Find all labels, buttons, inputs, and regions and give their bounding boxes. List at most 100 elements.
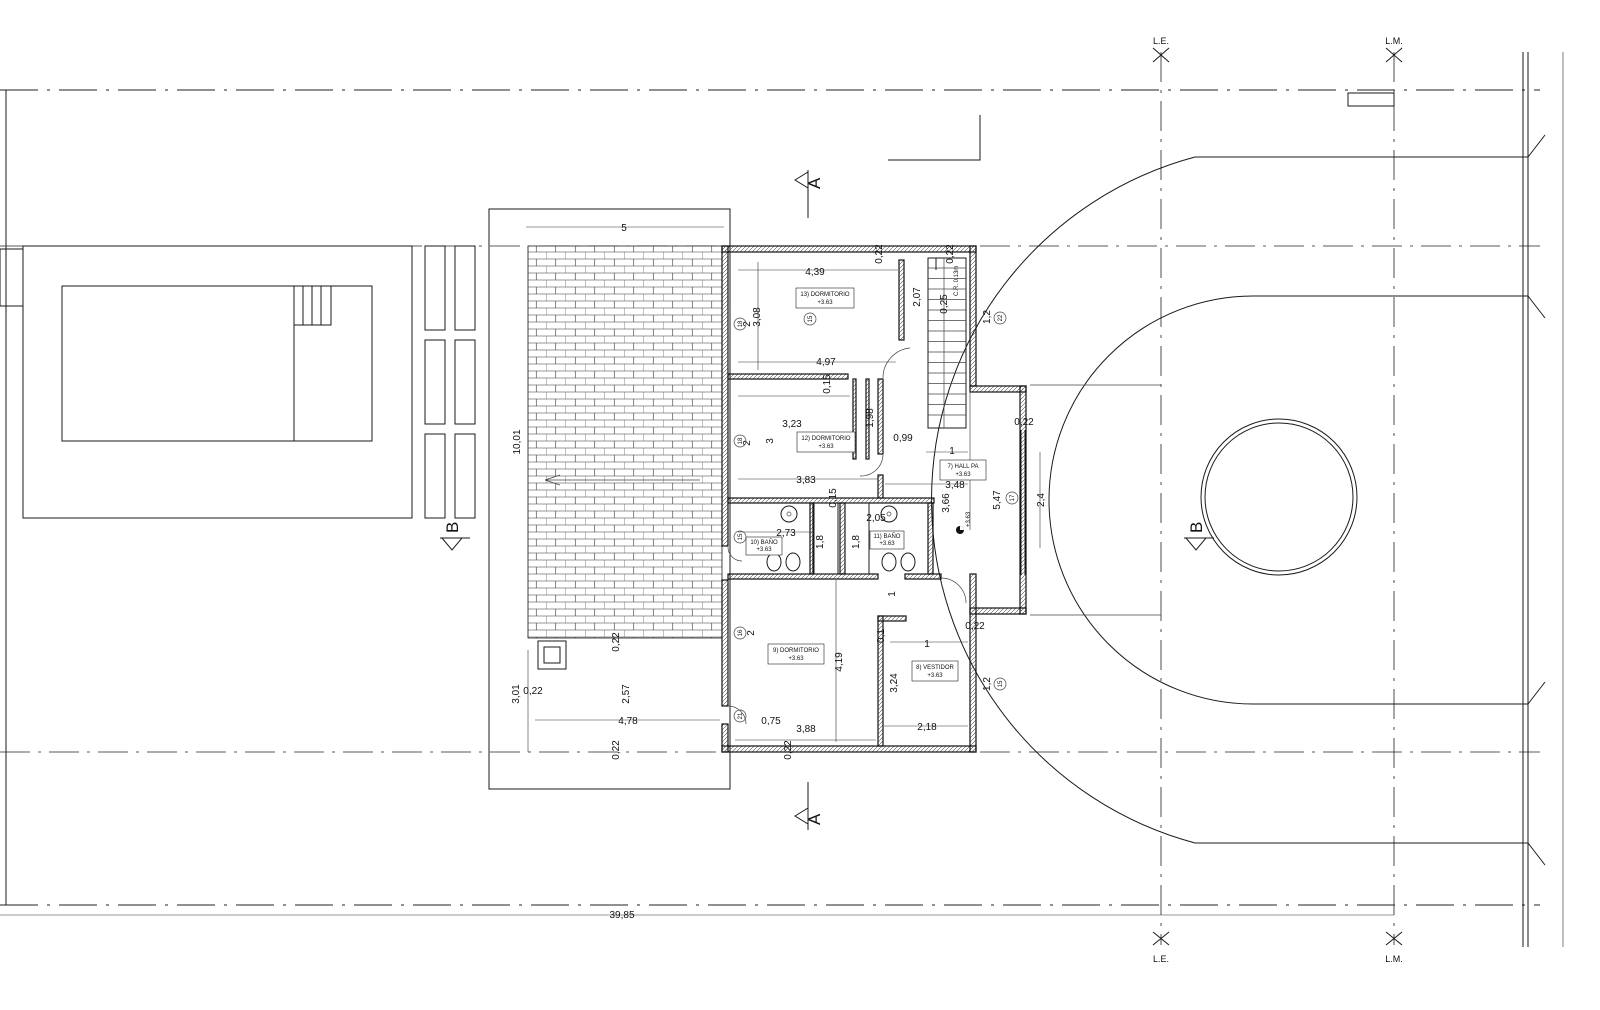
dimension-d075: 0,75 (761, 716, 781, 727)
windows (721, 308, 1026, 700)
stair-note: C.R. 0.13m (954, 266, 960, 296)
dimension-d022g: 0,22 (611, 740, 622, 760)
dimension-d2c: 2 (746, 630, 757, 636)
room-labels: 13) DORMITORIO +3.63 12) DORMITORIO +3.6… (745, 287, 987, 682)
dimension-d207: 2,07 (912, 287, 923, 307)
svg-text:+3.63: +3.63 (955, 472, 971, 478)
dimension-d022b: 0,22 (945, 244, 956, 264)
dimension-d205: 2,05 (866, 513, 886, 524)
marker-m15c: 15 (993, 677, 1007, 691)
svg-text:+3.63: +3.63 (927, 673, 943, 679)
svg-text:12) DORMITORIO: 12) DORMITORIO (801, 436, 851, 442)
svg-text:15: 15 (808, 315, 814, 322)
dimension-d366: 3,66 (941, 493, 952, 513)
room-label-9-dormitorio: 9) DORMITORIO +3.63 (767, 643, 825, 665)
dimension-d1b: 1 (887, 591, 898, 597)
dimension-d478: 4,78 (618, 716, 638, 727)
dimension-d1a: 1 (949, 446, 955, 457)
svg-text:22: 22 (998, 314, 1004, 321)
svg-text:+3.63: +3.63 (817, 300, 833, 306)
section-a-top-label: A (805, 177, 824, 189)
svg-text:21: 21 (738, 712, 744, 719)
svg-text:18: 18 (738, 437, 744, 444)
marker-m18b: 18 (733, 434, 747, 448)
dimension-d383: 3,83 (796, 475, 816, 486)
dimension-d3985: 39,85 (609, 910, 634, 921)
dimension-d324: 3,24 (889, 673, 900, 693)
dimension-d218: 2,18 (917, 722, 937, 733)
dimension-d12a: 1,2 (982, 310, 993, 324)
dimension-d022c: 0,22 (1014, 417, 1034, 428)
dimension-d2b: 2 (742, 440, 753, 446)
section-markers: A A B B (440, 170, 1214, 830)
svg-text:7) HALL PA: 7) HALL PA (947, 464, 978, 470)
svg-text:15: 15 (738, 533, 744, 540)
municipal-line-lm: L.M. L.M. (1347, 36, 1403, 964)
pool-area (0, 245, 476, 519)
room-label-13-dormitorio: 13) DORMITORIO +3.63 (795, 287, 855, 309)
svg-text:18: 18 (738, 320, 744, 327)
room-label-7-hall: 7) HALL PA +3.63 (939, 459, 987, 481)
terrace (488, 208, 731, 790)
marker-m16: 16 (733, 626, 747, 640)
dimension-d18a: 1,8 (815, 535, 826, 549)
section-a-bottom-label: A (805, 813, 824, 825)
room-label-8-vestidor: 8) VESTIDOR +3.63 (911, 660, 959, 682)
dimension-texts: 5 4,39 0,22 0,22 3,08 2 2,07 0,25 1,2 4,97 0,15 3,2… (511, 223, 1047, 921)
svg-text:17: 17 (1010, 494, 1016, 501)
exterior-walls (721, 245, 1027, 753)
bath-fixtures (766, 502, 916, 575)
marker-m15a: 15 (803, 312, 817, 326)
dimension-d099: 0,99 (893, 433, 913, 444)
doors (727, 347, 967, 725)
dimension-d1c: 1 (924, 639, 930, 650)
svg-text:+3.63: +3.63 (879, 541, 895, 547)
svg-text:11) BAÑO: 11) BAÑO (874, 533, 901, 540)
le-label-bottom: L.E. (1153, 954, 1169, 964)
dimension-d419: 4,19 (834, 652, 845, 672)
dimension-d257: 2,57 (621, 684, 632, 704)
dimension-d439: 4,39 (805, 267, 825, 278)
marker-m15b: 15 (733, 530, 747, 544)
building-line-le: L.E. L.E. (1152, 36, 1170, 964)
svg-text:9) DORMITORIO: 9) DORMITORIO (773, 648, 819, 654)
svg-text:+3.63: +3.63 (756, 547, 772, 553)
dimension-d24: 2,4 (1036, 493, 1047, 507)
dimension-d348: 3,48 (945, 480, 965, 491)
hall-level-text: +3.63 (966, 511, 972, 527)
dimension-d301: 3,01 (511, 684, 522, 704)
dimension-d1001: 10,01 (512, 429, 523, 454)
upper-wall-fragment (888, 115, 981, 161)
dimension-d015a: 0,15 (822, 374, 833, 394)
marker-m22: 22 (993, 311, 1007, 325)
dimension-d022h: 0,22 (783, 740, 794, 760)
section-b-left-label: B (443, 522, 462, 533)
svg-text:13) DORMITORIO: 13) DORMITORIO (800, 292, 850, 298)
le-label-top: L.E. (1153, 36, 1169, 46)
dimension-d198: 1,98 (865, 408, 876, 428)
section-b-right-label: B (1187, 522, 1206, 533)
interior-walls (727, 259, 942, 747)
dimension-d497: 4,97 (816, 357, 836, 368)
dimension-d3: 3 (765, 438, 776, 444)
dimension-d022d: 0,22 (965, 621, 985, 632)
dimension-d18b: 1,8 (851, 535, 862, 549)
dimension-d025: 0,25 (939, 294, 950, 314)
dimension-d308: 3,08 (752, 307, 763, 327)
dimension-lines (0, 226, 1394, 916)
stair (927, 257, 967, 429)
room-label-11-bano: 11) BAÑO +3.63 (869, 530, 905, 550)
dimension-d022e: 0,22 (611, 632, 622, 652)
lot-boundary (0, 52, 1564, 947)
dimension-d022f: 0,22 (523, 686, 543, 697)
marker-m17: 17 (1005, 491, 1019, 505)
lm-label-bottom: L.M. (1385, 954, 1403, 964)
dimension-d547: 5,47 (992, 490, 1003, 510)
marker-m21: 21 (733, 709, 747, 723)
svg-text:10) BAÑO: 10) BAÑO (750, 539, 778, 546)
dimension-d323: 3,23 (782, 419, 802, 430)
dimension-d022a: 0,22 (874, 244, 885, 264)
lm-label-top: L.M. (1385, 36, 1403, 46)
dimension-d5: 5 (621, 223, 627, 234)
